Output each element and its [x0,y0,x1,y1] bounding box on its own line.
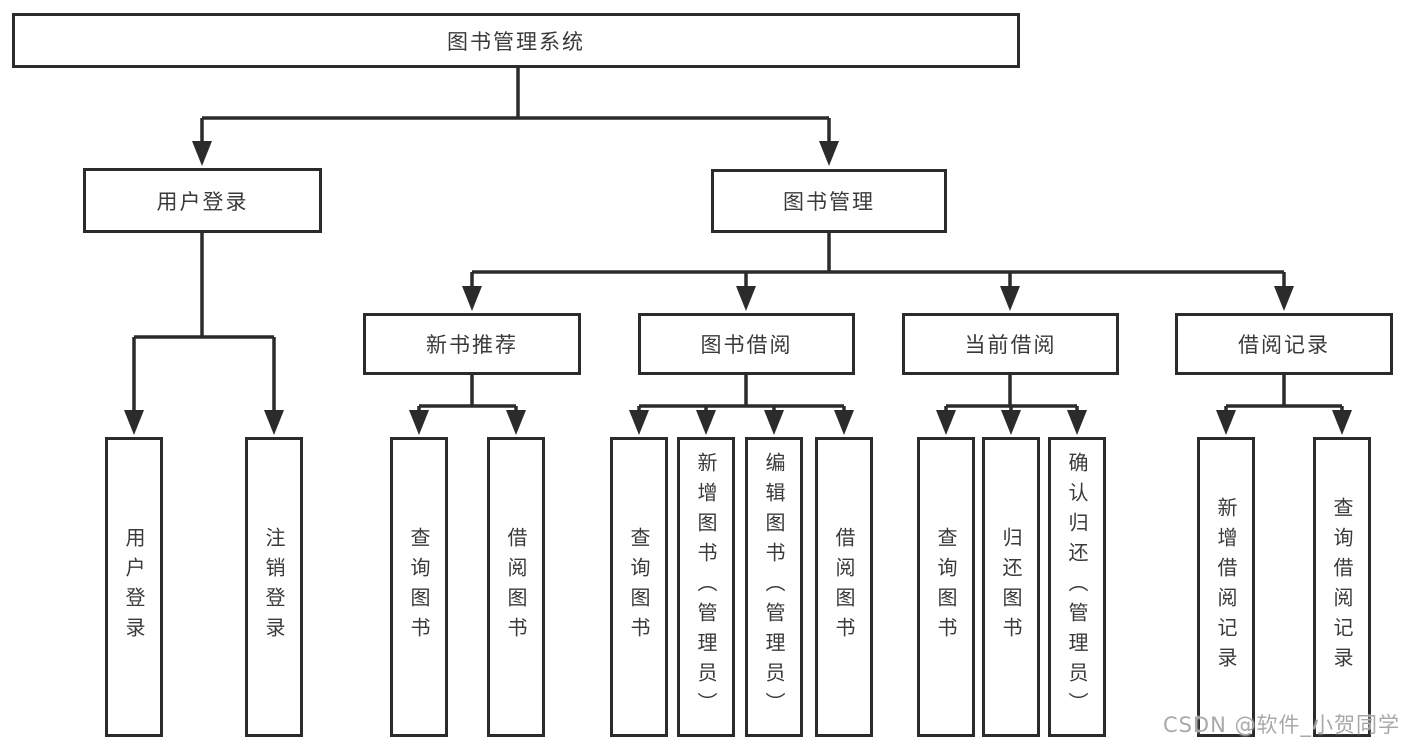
leaf-return-books: 归还图书 [982,437,1040,737]
leaf-query-books-1: 查询图书 [390,437,448,737]
node-current-borrowing-label: 当前借阅 [964,333,1057,357]
node-book-management-label: 图书管理 [783,190,875,214]
arrow-down-icon [819,141,839,166]
leaf-logout-login: 注销登录 [245,437,303,737]
leaf-query-books-2: 查询图书 [610,437,668,737]
arrow-down-icon [1067,410,1087,435]
arrow-down-icon [1000,286,1020,311]
leaf-logout-login-label: 注销登录 [262,527,286,647]
arrow-down-icon [834,410,854,435]
leaf-add-book-admin: 新增图书（管理员） [677,437,735,737]
leaf-borrow-books-1-label: 借阅图书 [504,527,528,647]
arrow-down-icon [936,410,956,435]
node-user-login: 用户登录 [83,168,322,233]
watermark: CSDN @软件_小贺同学 [1162,713,1400,737]
arrow-down-icon [696,410,716,435]
node-current-borrowing: 当前借阅 [902,313,1119,375]
leaf-confirm-return-admin-label: 确认归还（管理员） [1065,452,1089,722]
node-new-book-recommend-label: 新书推荐 [426,333,518,357]
node-new-book-recommend: 新书推荐 [363,313,581,375]
leaf-query-borrow-record: 查询借阅记录 [1313,437,1371,737]
node-book-borrowing-label: 图书借阅 [700,333,793,357]
node-root: 图书管理系统 [12,13,1020,68]
leaf-user-login: 用户登录 [105,437,163,737]
leaf-add-borrow-record: 新增借阅记录 [1197,437,1255,737]
arrow-down-icon [1001,410,1021,435]
leaf-query-books-3-label: 查询图书 [934,527,958,647]
leaf-query-books-3: 查询图书 [917,437,975,737]
node-book-management: 图书管理 [711,169,947,233]
node-root-label: 图书管理系统 [447,29,585,54]
arrow-down-icon [462,286,482,311]
leaf-edit-book-admin-label: 编辑图书（管理员） [762,452,786,722]
arrow-down-icon [1332,410,1352,435]
leaf-query-books-1-label: 查询图书 [407,527,431,647]
leaf-query-borrow-record-label: 查询借阅记录 [1330,497,1354,677]
node-borrowing-records: 借阅记录 [1175,313,1393,375]
leaf-borrow-books-2-label: 借阅图书 [832,527,856,647]
leaf-user-login-label: 用户登录 [122,527,146,647]
arrow-down-icon [629,410,649,435]
node-borrowing-records-label: 借阅记录 [1238,333,1330,357]
leaf-edit-book-admin: 编辑图书（管理员） [745,437,803,737]
arrow-down-icon [124,410,144,435]
leaf-confirm-return-admin: 确认归还（管理员） [1048,437,1106,737]
arrow-down-icon [506,410,526,435]
node-book-borrowing: 图书借阅 [638,313,855,375]
leaf-add-borrow-record-label: 新增借阅记录 [1214,497,1238,677]
arrow-down-icon [1216,410,1236,435]
leaf-query-books-2-label: 查询图书 [627,527,651,647]
arrow-down-icon [192,141,212,166]
arrow-down-icon [1274,286,1294,311]
leaf-borrow-books-1: 借阅图书 [487,437,545,737]
leaf-add-book-admin-label: 新增图书（管理员） [694,452,718,722]
arrow-down-icon [264,410,284,435]
leaf-borrow-books-2: 借阅图书 [815,437,873,737]
node-user-login-label: 用户登录 [156,189,249,214]
leaf-return-books-label: 归还图书 [999,527,1023,647]
arrow-down-icon [764,410,784,435]
arrow-down-icon [736,286,756,311]
arrow-down-icon [409,410,429,435]
